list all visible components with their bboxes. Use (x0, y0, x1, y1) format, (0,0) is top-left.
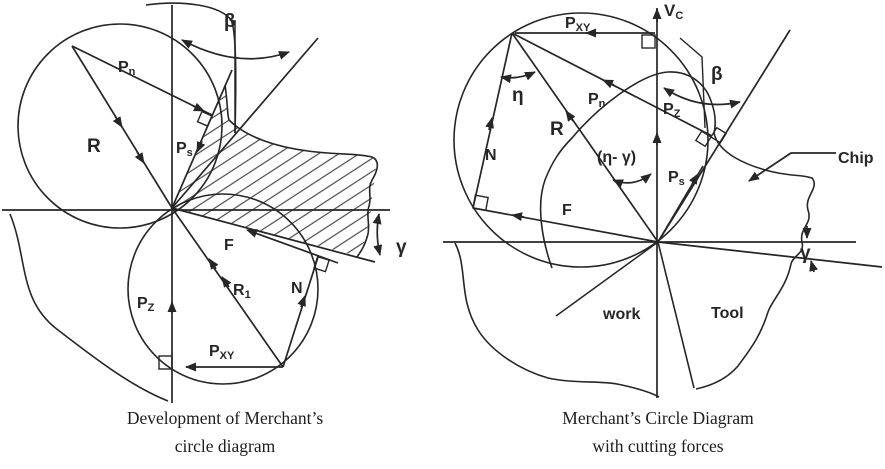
merchant-circle-upper (17, 23, 223, 229)
force-pn-vector (71, 45, 213, 116)
right-caption-line2: with cutting forces (592, 436, 724, 456)
gamma-reference-line (657, 241, 883, 268)
tool-outline (695, 263, 792, 390)
beta-label: β (224, 11, 236, 32)
ps-label: Ps (176, 140, 193, 159)
chip-label: Chip (838, 150, 874, 167)
left-diagram-labels: β Pn R Ps γ F R1 N PZ PXY (87, 11, 407, 362)
force-n-arrowhead (297, 295, 306, 308)
tool-label: Tool (711, 305, 744, 322)
gamma-arrow-lower (809, 260, 818, 273)
force-ps-arrowhead (196, 140, 206, 153)
f-label: F (562, 202, 572, 219)
eta-angle-arc (500, 71, 536, 84)
chip-inner-edge (679, 37, 706, 129)
diagrams-canvas: β Pn R Ps γ F R1 N PZ PXY (2, 1, 883, 403)
force-r-arrowhead-2 (134, 151, 145, 164)
force-r1-arrowhead-1 (221, 276, 232, 288)
r1-label: R1 (233, 282, 251, 301)
merchant-circle (453, 12, 709, 268)
pxy-label: PXY (565, 15, 591, 34)
ps-label: Ps (668, 169, 685, 188)
force-n-vector (472, 32, 513, 209)
f-label: F (224, 237, 234, 254)
right-angle-shear-pn (196, 110, 213, 128)
n-label: N (291, 280, 303, 297)
right-angle-n-toolface (313, 255, 330, 273)
n-label: N (485, 147, 497, 164)
shear-plane-line (171, 69, 233, 209)
beta-angle-arc (181, 39, 290, 60)
force-n-vector (282, 256, 319, 368)
force-ps-arrowhead (688, 173, 699, 185)
force-f-vector (472, 207, 659, 243)
right-angle-axis-pxy (158, 355, 173, 370)
merchant-circle-lower (127, 193, 319, 385)
force-r-arrowhead-1 (112, 115, 123, 128)
force-r-vector (511, 32, 659, 243)
work-label: work (602, 306, 640, 323)
tool-left-edge (657, 241, 695, 389)
right-diagram-labels: VC PXY β η Pn PZ R (η- γ) N Ps F Chip wo… (485, 1, 874, 323)
left-diagram (2, 2, 390, 403)
gamma-label: γ (396, 237, 407, 258)
right-caption: Merchant’s Circle Diagram with cutting f… (458, 404, 858, 460)
eta-label: η (512, 85, 524, 106)
right-caption-line1: Merchant’s Circle Diagram (562, 408, 754, 428)
pz-label: PZ (663, 101, 681, 120)
gamma-angle-arc (372, 213, 383, 256)
left-caption-line2: circle diagram (174, 436, 276, 456)
left-caption: Development of Merchant’s circle diagram (25, 404, 425, 460)
work-lower-outline (9, 213, 169, 402)
pz-label: PZ (137, 295, 155, 314)
vc-label: VC (664, 1, 683, 22)
work-outline (454, 242, 660, 398)
pxy-label: PXY (209, 343, 235, 362)
r-label: R (550, 119, 564, 140)
chip-outline (224, 84, 379, 258)
gamma-label: γ (800, 243, 811, 264)
hatched-chip-region (172, 85, 376, 256)
force-r-arrowhead (565, 110, 576, 122)
eta-gamma-label: (η- γ) (597, 149, 636, 166)
pn-label: Pn (588, 91, 606, 110)
tool-flank-line (171, 207, 376, 263)
chip-leader-line (748, 152, 836, 182)
right-angle-f-n (472, 194, 489, 212)
force-f-arrowhead (511, 212, 525, 222)
work-top-surface (145, 2, 237, 134)
pn-label: Pn (118, 59, 136, 78)
force-pn-arrowhead (192, 102, 205, 112)
r-label: R (87, 136, 101, 157)
chip-outline (539, 71, 815, 269)
beta-label: β (711, 64, 723, 85)
shear-extension-line (555, 241, 659, 317)
left-caption-line1: Development of Merchant’s (126, 408, 324, 428)
rake-face-line (171, 37, 319, 209)
eta-gamma-angle-arc (612, 173, 652, 188)
beta-angle-arc (663, 87, 741, 109)
force-n-arrowhead (485, 117, 494, 131)
force-r1-arrowhead-2 (208, 258, 219, 270)
right-diagram (443, 8, 883, 398)
force-pn-arrowhead (602, 79, 615, 89)
right-angle-pxy-axis (641, 34, 656, 49)
